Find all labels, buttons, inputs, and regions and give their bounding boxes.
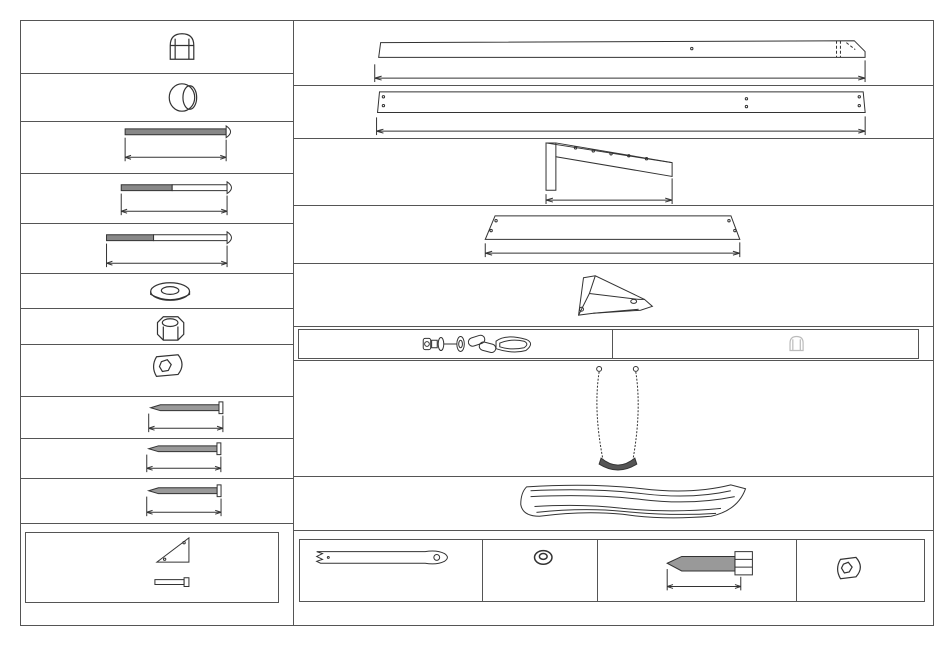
corner-bracket-box bbox=[25, 532, 279, 603]
hex-nut-icon bbox=[21, 309, 293, 344]
cap-nut-preview-icon bbox=[790, 337, 803, 351]
socket-cap-icon bbox=[21, 345, 293, 396]
wood-screw-icon bbox=[21, 397, 293, 438]
swing-hanger-icon bbox=[299, 330, 918, 358]
bottom-hardware-box bbox=[299, 539, 925, 602]
rail-icon bbox=[294, 86, 933, 138]
bracket-icon bbox=[26, 533, 278, 602]
part-cell-bottom-hardware bbox=[294, 531, 933, 627]
part-cell-long-rail bbox=[294, 86, 933, 139]
part-cell-swing-seat bbox=[294, 361, 933, 477]
cross-brace-icon bbox=[294, 206, 933, 263]
part-cell-screw-3 bbox=[21, 479, 293, 524]
bottom-hardware-icons bbox=[300, 540, 924, 601]
part-cell-swing-hanger bbox=[294, 327, 933, 361]
part-cell-partial-bolt bbox=[21, 224, 293, 274]
parts-sheet bbox=[20, 20, 934, 626]
part-cell-hex-nut bbox=[21, 309, 293, 345]
mounting-bracket-icon bbox=[294, 264, 933, 326]
part-cell-washer bbox=[21, 274, 293, 309]
part-cell-medium-bolt bbox=[21, 174, 293, 224]
beam-icon bbox=[294, 21, 933, 85]
socket-insert-icon bbox=[838, 557, 861, 578]
large-parts-column bbox=[294, 21, 933, 625]
part-cell-screw-1 bbox=[21, 397, 293, 439]
part-cell-cap-nut bbox=[21, 21, 293, 74]
carriage-bolt-icon bbox=[21, 174, 293, 223]
part-cell-long-bolt bbox=[21, 122, 293, 174]
part-cell-socket-cap bbox=[21, 345, 293, 397]
part-cell-round-cap bbox=[21, 74, 293, 122]
part-cell-mounting-bracket bbox=[294, 264, 933, 327]
strap-icon bbox=[317, 551, 448, 564]
lock-washer-icon bbox=[535, 551, 552, 565]
small-parts-column bbox=[21, 21, 294, 625]
cap-nut-icon bbox=[21, 21, 293, 73]
part-cell-leg-support bbox=[294, 139, 933, 206]
carriage-bolt-icon bbox=[21, 224, 293, 273]
part-cell-wave-slide bbox=[294, 477, 933, 531]
slide-icon bbox=[294, 477, 933, 530]
part-cell-corner-bracket bbox=[21, 524, 293, 627]
carriage-bolt-icon bbox=[21, 122, 293, 173]
swing-seat-icon bbox=[294, 361, 933, 476]
wood-screw-icon bbox=[21, 479, 293, 523]
washer-icon bbox=[21, 274, 293, 308]
hardware-row-box bbox=[298, 329, 919, 359]
part-cell-cross-brace bbox=[294, 206, 933, 264]
leg-support-icon bbox=[294, 139, 933, 205]
part-cell-top-beam bbox=[294, 21, 933, 86]
part-cell-screw-2 bbox=[21, 439, 293, 479]
lag-bolt-icon bbox=[667, 552, 752, 591]
wood-screw-icon bbox=[21, 439, 293, 478]
round-cap-icon bbox=[21, 74, 293, 121]
